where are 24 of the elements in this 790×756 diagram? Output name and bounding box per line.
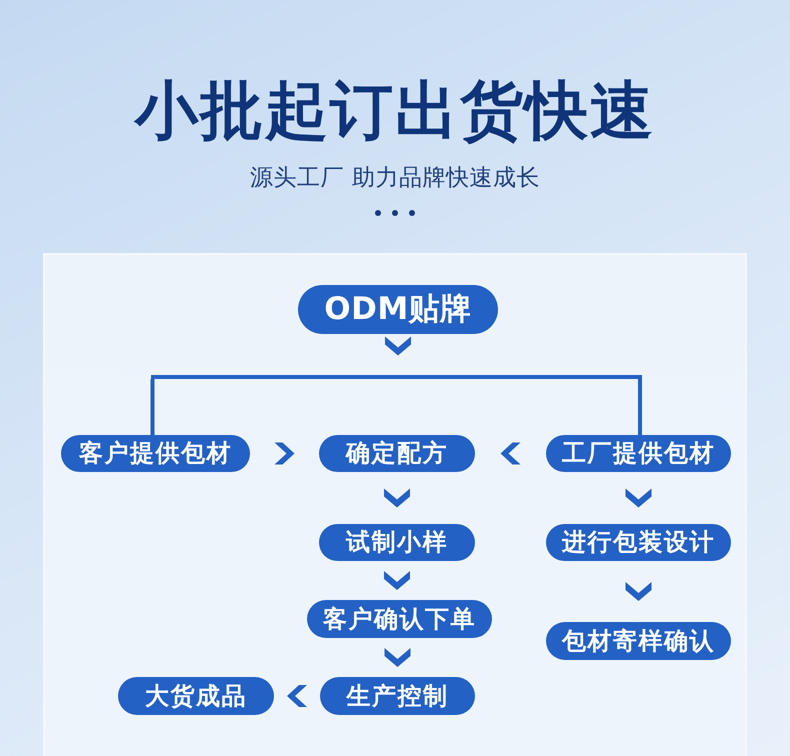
process-step: 包材寄样确认 xyxy=(546,622,731,660)
bracket-leg xyxy=(638,379,642,435)
chevron-arrow xyxy=(500,442,520,464)
process-step: 客户提供包材 xyxy=(61,435,250,472)
page-title: 小批起订出货快速 xyxy=(135,74,655,148)
chevron-arrow xyxy=(384,648,410,667)
chevron-arrow xyxy=(626,582,652,601)
bracket-leg xyxy=(150,379,154,435)
process-step: 生产控制 xyxy=(320,677,475,715)
process-step: 客户确认下单 xyxy=(307,600,492,638)
process-step: 试制小样 xyxy=(319,524,475,561)
chevron-arrow xyxy=(384,488,410,508)
chevron-arrow xyxy=(287,685,307,707)
bracket-bar xyxy=(150,375,642,379)
process-step: ODM贴牌 xyxy=(298,285,498,334)
process-step: 进行包装设计 xyxy=(546,524,731,561)
chevron-arrow xyxy=(274,442,294,464)
chevron-arrow xyxy=(626,488,652,508)
chevron-arrow xyxy=(385,336,411,356)
process-step: 确定配方 xyxy=(319,435,475,472)
process-step: 工厂提供包材 xyxy=(546,435,731,472)
subtitle: 源头工厂 助力品牌快速成长 xyxy=(250,164,540,193)
process-step: 大货成品 xyxy=(118,677,274,715)
chevron-arrow xyxy=(384,571,410,590)
